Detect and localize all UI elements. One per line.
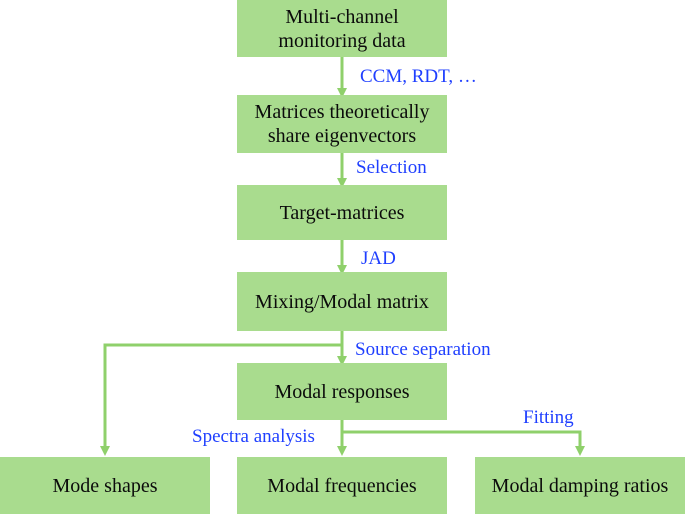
node-damping-ratios-label: Modal damping ratios bbox=[491, 474, 669, 497]
node-monitoring-data: Multi-channel monitoring data bbox=[237, 0, 447, 57]
node-shared-eigenvectors-label: Matrices theoretically share eigenvector… bbox=[254, 101, 430, 147]
node-target-matrices: Target-matrices bbox=[237, 185, 447, 240]
node-mode-shapes-label: Mode shapes bbox=[52, 474, 158, 497]
arrow-mixing-to-mode-shapes bbox=[100, 343, 342, 456]
node-modal-frequencies: Modal frequencies bbox=[237, 457, 447, 514]
node-target-matrices-label: Target-matrices bbox=[279, 201, 405, 224]
node-modal-responses-label: Modal responses bbox=[274, 380, 410, 403]
edge-label-jad: JAD bbox=[361, 248, 396, 269]
edge-label-fitting: Fitting bbox=[523, 407, 574, 428]
node-mixing-matrix-label: Mixing/Modal matrix bbox=[255, 290, 429, 313]
node-mixing-matrix: Mixing/Modal matrix bbox=[237, 272, 447, 331]
edge-label-source-separation: Source separation bbox=[355, 339, 491, 360]
node-modal-responses: Modal responses bbox=[237, 363, 447, 420]
node-monitoring-data-label: Multi-channel monitoring data bbox=[278, 5, 406, 52]
edge-label-ccm-rdt: CCM, RDT, … bbox=[360, 66, 477, 87]
node-shared-eigenvectors: Matrices theoretically share eigenvector… bbox=[237, 95, 447, 153]
node-damping-ratios: Modal damping ratios bbox=[475, 457, 685, 514]
edge-label-spectra-analysis: Spectra analysis bbox=[192, 426, 315, 447]
arrow-responses-to-damping bbox=[342, 430, 585, 456]
node-mode-shapes: Mode shapes bbox=[0, 457, 210, 514]
node-modal-frequencies-label: Modal frequencies bbox=[267, 474, 417, 497]
edge-label-selection: Selection bbox=[356, 157, 427, 178]
